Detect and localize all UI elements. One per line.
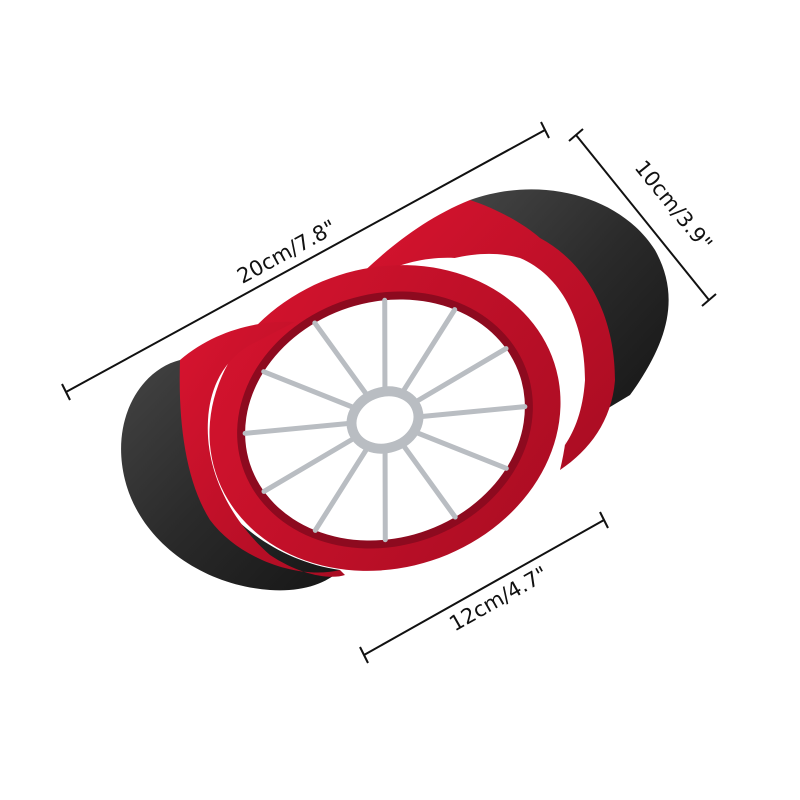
right-handle — [470, 189, 669, 410]
blade — [413, 346, 509, 405]
left-handle — [121, 360, 340, 591]
blade — [417, 404, 528, 420]
coring-ring — [346, 386, 424, 454]
blade — [382, 297, 388, 393]
blade — [312, 445, 370, 533]
blade — [400, 307, 458, 395]
blade — [261, 435, 357, 494]
frame-back-hole — [420, 253, 585, 445]
blade — [413, 429, 509, 471]
blade — [312, 320, 370, 398]
blade — [242, 420, 353, 436]
blade — [261, 369, 357, 411]
coring-hole — [358, 397, 412, 443]
dimension-ring-label: 12cm/4.7" — [445, 562, 552, 636]
frame-back-arch — [350, 200, 615, 470]
frame-left-arm — [179, 321, 345, 577]
blade — [400, 442, 458, 520]
blades — [242, 297, 528, 543]
blade — [382, 447, 388, 543]
